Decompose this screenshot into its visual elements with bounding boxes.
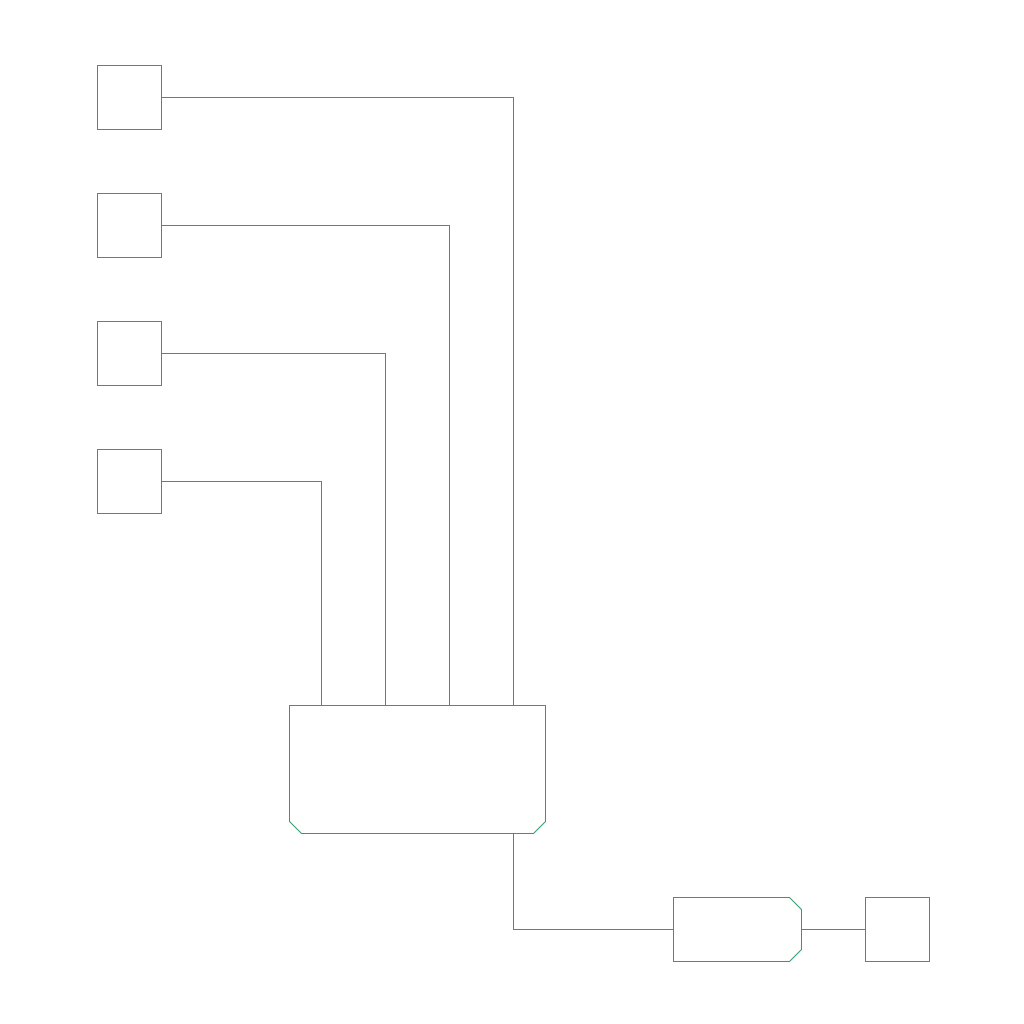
- output-node[interactable]: [865, 897, 930, 962]
- input-node-1[interactable]: [97, 65, 162, 130]
- input-wires: [161, 97, 514, 706]
- wire-input-2: [161, 225, 450, 706]
- wire-input-1: [161, 97, 514, 706]
- hub-block[interactable]: [289, 705, 546, 834]
- input-node-2[interactable]: [97, 193, 162, 258]
- wire-hub-to-converter: [513, 833, 674, 930]
- wire-input-4: [161, 481, 322, 706]
- input-nodes: [97, 65, 162, 514]
- wire-input-3: [161, 353, 386, 706]
- input-node-3[interactable]: [97, 321, 162, 386]
- converter-block[interactable]: [673, 897, 802, 962]
- input-node-4[interactable]: [97, 449, 162, 514]
